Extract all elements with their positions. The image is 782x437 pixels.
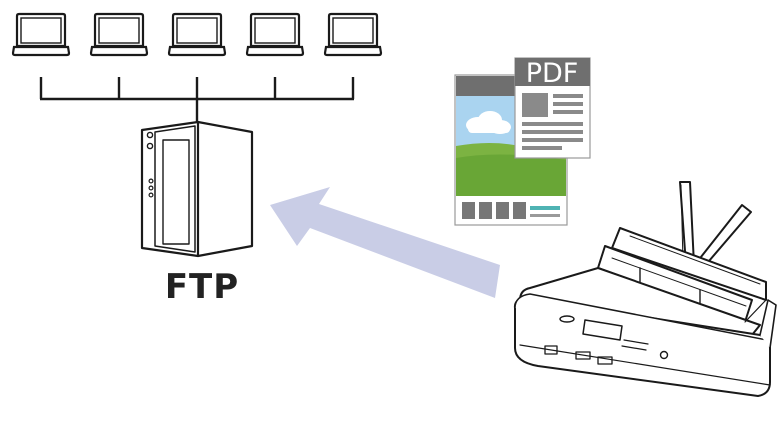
pdf-document-icon: PDF [514, 57, 591, 159]
laptop-icon [167, 12, 227, 57]
network-lines [39, 77, 355, 122]
ftp-label: FTP [164, 267, 240, 307]
laptop-icon [89, 12, 149, 57]
server-tower-icon [140, 120, 254, 258]
pdf-badge-text: PDF [526, 58, 579, 89]
laptop-icon [11, 12, 71, 57]
arrow-icon [270, 187, 500, 298]
laptop-icon [245, 12, 305, 57]
laptop-icon [323, 12, 383, 57]
document-scanner-icon [513, 181, 777, 397]
